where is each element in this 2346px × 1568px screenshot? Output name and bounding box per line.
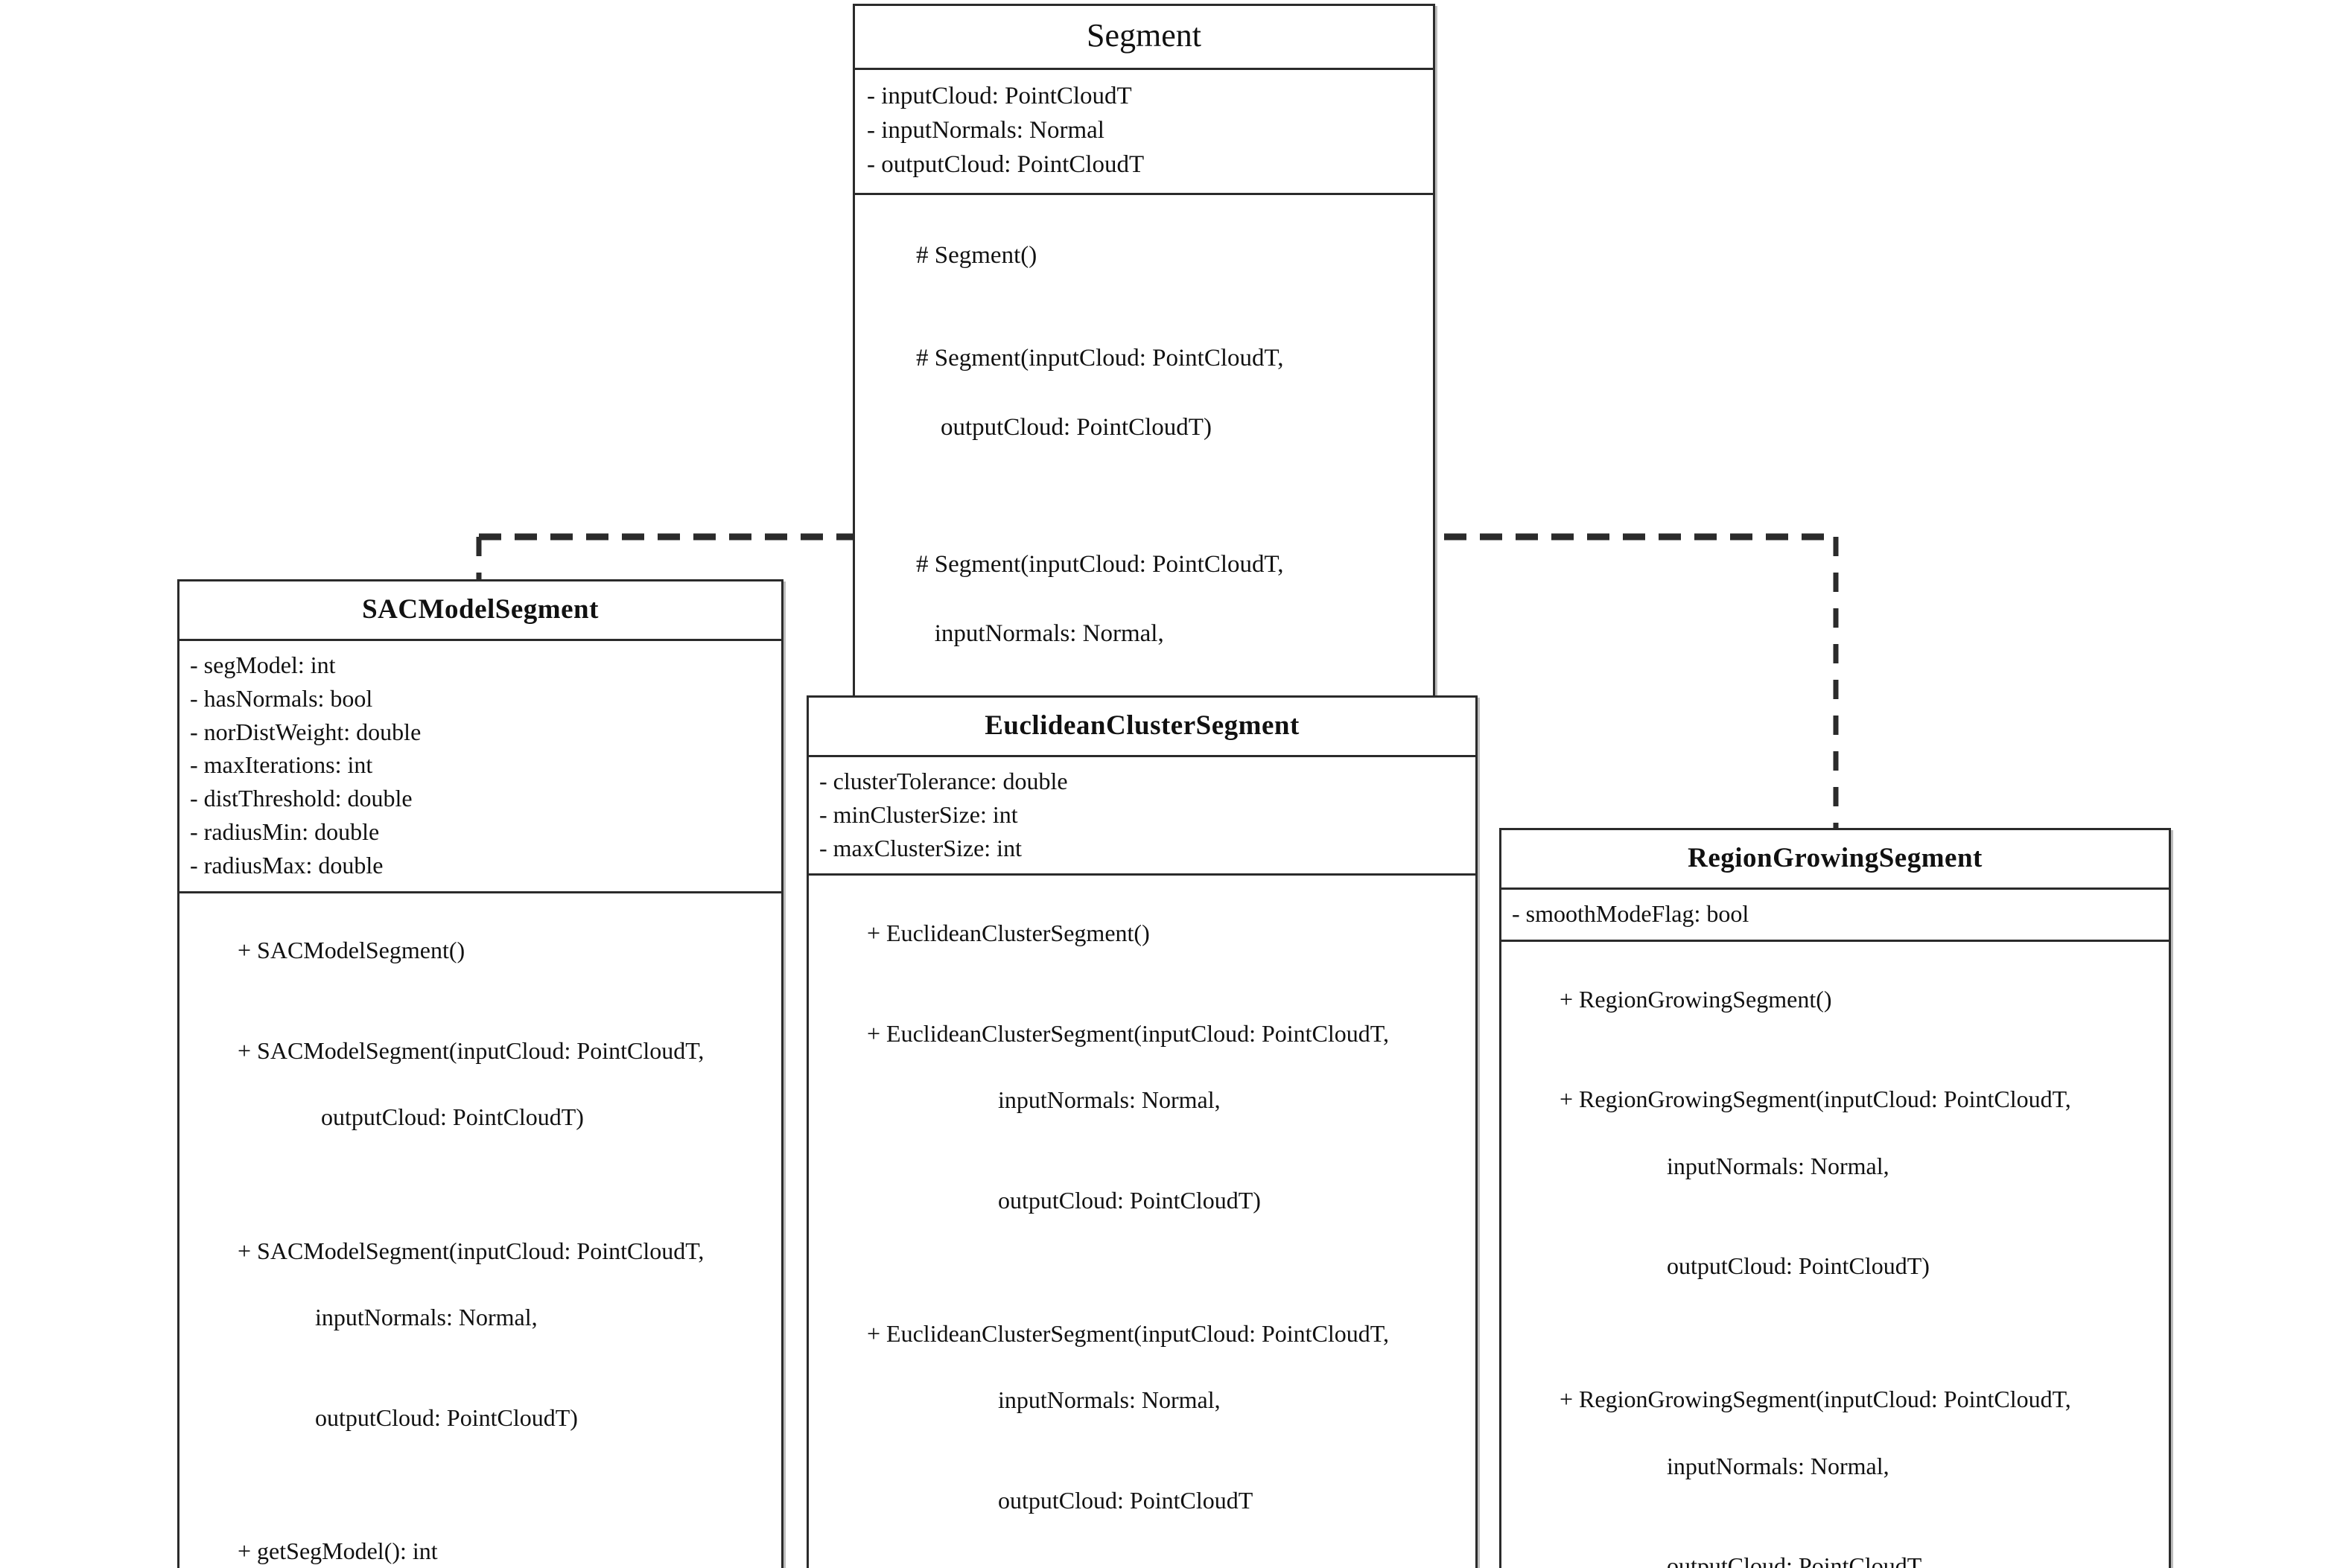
- attribute-row: - maxClusterSize: int: [819, 834, 1022, 861]
- class-title-euclidean-cluster-segment: EuclideanClusterSegment: [985, 710, 1300, 741]
- attributes-compartment-euclidean: - clusterTolerance: double - minClusterS…: [809, 755, 1475, 873]
- operation-line: + SACModelSegment(): [238, 937, 465, 964]
- operation-cont: inputNormals: Normal,: [1512, 1152, 1889, 1179]
- operations-compartment-region: + RegionGrowingSegment() + RegionGrowing…: [1501, 939, 2169, 1568]
- operation-line: # Segment(inputCloud: PointCloudT,: [916, 345, 1284, 372]
- operation-cont: outputCloud: PointCloudT): [819, 1186, 1261, 1214]
- class-box-euclidean-cluster-segment[interactable]: EuclideanClusterSegment - clusterToleran…: [807, 695, 1478, 1568]
- attribute-row: - norDistWeight: double: [190, 718, 422, 745]
- class-title-sac-model-segment: SACModelSegment: [362, 594, 599, 625]
- operation-line: + SACModelSegment(inputCloud: PointCloud…: [238, 1036, 705, 1064]
- class-title-region-growing-segment: RegionGrowingSegment: [1688, 843, 1983, 873]
- operation-row: + SACModelSegment(): [190, 901, 771, 1001]
- operation-cont: outputCloud: PointCloudT: [819, 1486, 1253, 1514]
- operation-line: # Segment(): [916, 241, 1037, 269]
- operation-cont: outputCloud: PointCloudT): [867, 413, 1212, 441]
- operation-cont: outputCloud: PointCloudT): [190, 1403, 578, 1431]
- attributes-compartment-sac: - segModel: int - hasNormals: bool - nor…: [179, 639, 781, 891]
- attribute-row: - radiusMax: double: [190, 851, 384, 879]
- operation-cont: inputNormals: Normal,: [190, 1304, 538, 1331]
- attribute-row: - clusterTolerance: double: [819, 768, 1068, 794]
- operation-row: + RegionGrowingSegment(inputCloud: Point…: [1512, 1049, 2158, 1349]
- operation-cont: inputNormals: Normal,: [1512, 1452, 1889, 1479]
- operation-line: + EuclideanClusterSegment(inputCloud: Po…: [867, 1019, 1389, 1047]
- operation-line: + getSegModel(): int: [238, 1537, 438, 1564]
- operation-row: + RegionGrowingSegment(): [1512, 949, 2158, 1049]
- class-title-segment: Segment: [1087, 17, 1201, 54]
- operation-line: + EuclideanClusterSegment(inputCloud: Po…: [867, 1319, 1389, 1347]
- operation-row: # Segment(): [867, 204, 1421, 307]
- operation-cont: inputNormals: Normal,: [819, 1086, 1221, 1114]
- operation-line: # Segment(inputCloud: PointCloudT,: [916, 551, 1284, 579]
- class-box-sac-model-segment[interactable]: SACModelSegment - segModel: int - hasNor…: [177, 579, 783, 1568]
- attribute-row: - minClusterSize: int: [819, 800, 1018, 828]
- attribute-row: - smoothModeFlag: bool: [1512, 900, 1749, 927]
- operation-cont: inputNormals: Normal,: [867, 619, 1164, 647]
- operation-line: + EuclideanClusterSegment(): [867, 920, 1150, 947]
- operation-row: + EuclideanClusterSegment(inputCloud: Po…: [819, 984, 1465, 1284]
- attribute-row: - inputNormals: Normal: [867, 117, 1104, 144]
- attribute-row: - radiusMin: double: [190, 818, 380, 845]
- operation-row: + SACModelSegment(inputCloud: PointCloud…: [190, 1201, 771, 1501]
- attribute-row: - inputCloud: PointCloudT: [867, 83, 1132, 109]
- operation-row: + SACModelSegment(inputCloud: PointCloud…: [190, 1001, 771, 1201]
- attribute-row: - hasNormals: bool: [190, 684, 373, 712]
- operation-row: + RegionGrowingSegment(inputCloud: Point…: [1512, 1349, 2158, 1568]
- operation-line: + SACModelSegment(inputCloud: PointCloud…: [238, 1237, 705, 1264]
- class-box-region-growing-segment[interactable]: RegionGrowingSegment - smoothModeFlag: b…: [1499, 828, 2171, 1568]
- attribute-row: - outputCloud: PointCloudT: [867, 151, 1145, 179]
- operation-line: + RegionGrowingSegment(inputCloud: Point…: [1560, 1085, 2071, 1112]
- operation-line: + RegionGrowingSegment(inputCloud: Point…: [1560, 1386, 2071, 1413]
- attributes-compartment-region: - smoothModeFlag: bool: [1501, 887, 2169, 940]
- operation-line: + RegionGrowingSegment(): [1560, 985, 1832, 1013]
- operation-row: + getSegModel(): int: [190, 1501, 771, 1568]
- operation-cont: inputNormals: Normal,: [819, 1386, 1221, 1414]
- operation-cont: outputCloud: PointCloudT): [1512, 1252, 1930, 1279]
- operations-compartment-euclidean: + EuclideanClusterSegment() + EuclideanC…: [809, 873, 1475, 1568]
- operation-row: # Segment(inputCloud: PointCloudT, outpu…: [867, 307, 1421, 513]
- attributes-compartment-segment: - inputCloud: PointCloudT - inputNormals…: [855, 68, 1433, 193]
- operation-cont: outputCloud: PointCloudT ,: [1512, 1552, 1933, 1568]
- operations-compartment-sac: + SACModelSegment() + SACModelSegment(in…: [179, 890, 781, 1568]
- operation-cont: outputCloud: PointCloudT): [190, 1103, 584, 1131]
- attribute-row: - distThreshold: double: [190, 785, 413, 812]
- attribute-row: - segModel: int: [190, 651, 336, 678]
- attribute-row: - maxIterations: int: [190, 751, 373, 779]
- operation-row: + EuclideanClusterSegment(): [819, 883, 1465, 983]
- operation-row: + EuclideanClusterSegment(inputCloud: Po…: [819, 1284, 1465, 1568]
